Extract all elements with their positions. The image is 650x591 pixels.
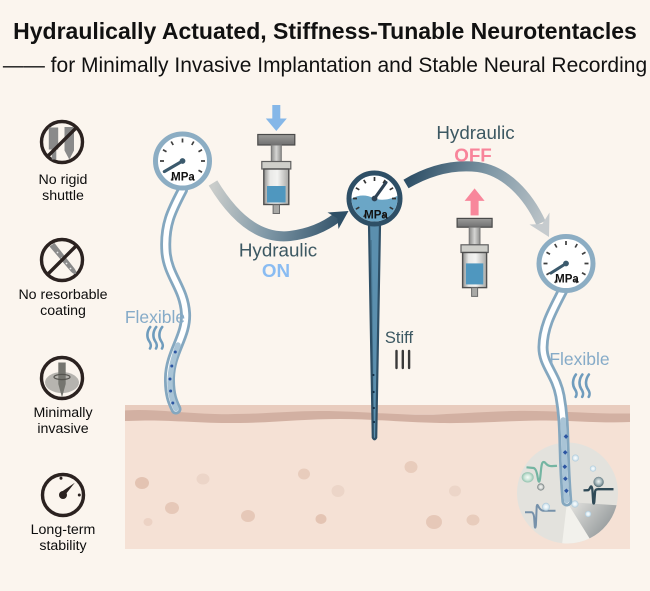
svg-text:MPa: MPa [555, 274, 579, 286]
svg-text:MPa: MPa [364, 210, 388, 222]
svg-text:Stiff: Stiff [385, 329, 414, 347]
svg-text:Hydraulic: Hydraulic [239, 240, 317, 261]
svg-text:ON: ON [262, 260, 290, 281]
svg-text:Flexible: Flexible [125, 307, 185, 327]
svg-text:MPa: MPa [171, 172, 195, 184]
svg-text:Flexible: Flexible [549, 349, 609, 369]
svg-text:Hydraulic: Hydraulic [436, 122, 514, 143]
svg-text:OFF: OFF [454, 144, 492, 165]
